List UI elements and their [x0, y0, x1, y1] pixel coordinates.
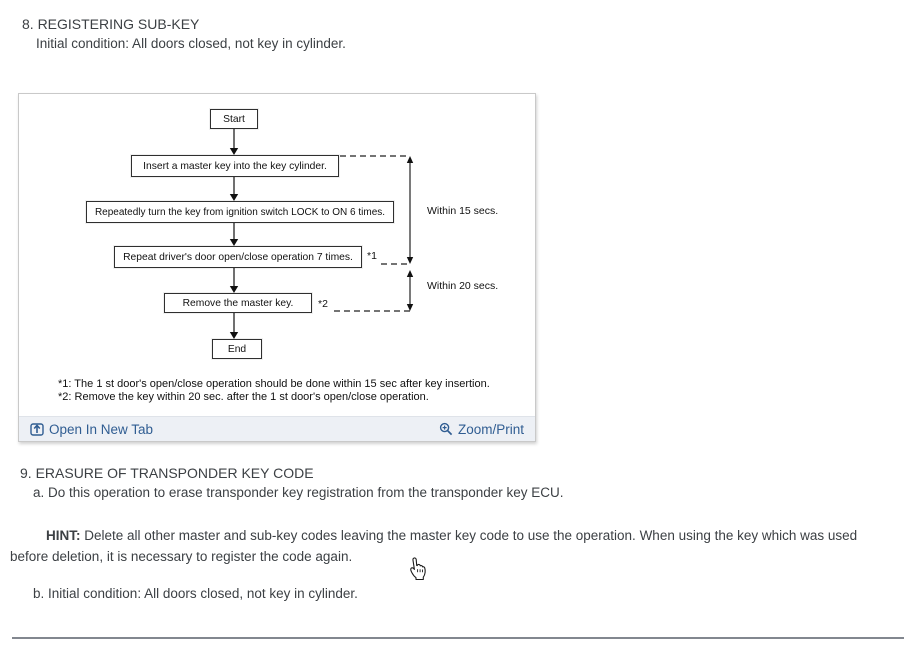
flow-ref-1: *1 — [367, 250, 377, 262]
zoom-print-label: Zoom/Print — [457, 421, 524, 437]
flow-timing-20secs: Within 20 secs. — [427, 280, 499, 292]
hint-text: Delete all other master and sub-key code… — [10, 528, 858, 564]
hint-paragraph: HINT: Delete all other master and sub-ke… — [10, 525, 894, 567]
section-9-heading: 9. ERASURE OF TRANSPONDER KEY CODE — [20, 465, 314, 481]
flowchart-figure-panel: Start Insert a master key into the key c… — [18, 93, 536, 442]
section-8-initial-condition: Initial condition: All doors closed, not… — [36, 36, 346, 51]
flow-node-end: End — [212, 339, 262, 359]
flow-node-door-open-close: Repeat driver's door open/close operatio… — [114, 246, 362, 268]
flowchart-connectors — [229, 129, 414, 339]
flow-ref-2: *2 — [318, 298, 328, 310]
open-in-new-tab-label: Open In New Tab — [49, 421, 154, 437]
flow-node-turn-key: Repeatedly turn the key from ignition sw… — [86, 201, 394, 223]
flow-footnote-2: *2: Remove the key within 20 sec. after … — [58, 391, 429, 403]
magnifier-plus-icon — [439, 422, 453, 436]
hint-label: HINT: — [46, 528, 81, 543]
flow-node-remove-key: Remove the master key. — [164, 293, 312, 313]
bottom-divider — [12, 637, 904, 639]
flow-footnote-1: *1: The 1 st door's open/close operation… — [58, 378, 490, 390]
section-9-item-b: b. Initial condition: All doors closed, … — [33, 586, 358, 601]
section-9-item-a: a. Do this operation to erase transponde… — [33, 485, 564, 500]
flow-node-insert-key: Insert a master key into the key cylinde… — [131, 155, 339, 177]
open-in-new-tab-icon — [30, 422, 44, 436]
flow-timing-15secs: Within 15 secs. — [427, 205, 499, 217]
open-in-new-tab-link[interactable]: Open In New Tab — [30, 422, 153, 437]
figure-toolbar: Open In New Tab Zoom/Print — [19, 416, 535, 441]
flowchart-diagram: Start Insert a master key into the key c… — [19, 94, 535, 416]
zoom-print-link[interactable]: Zoom/Print — [439, 422, 524, 437]
section-8-heading: 8. REGISTERING SUB-KEY — [22, 16, 200, 32]
flow-node-start: Start — [210, 109, 258, 129]
